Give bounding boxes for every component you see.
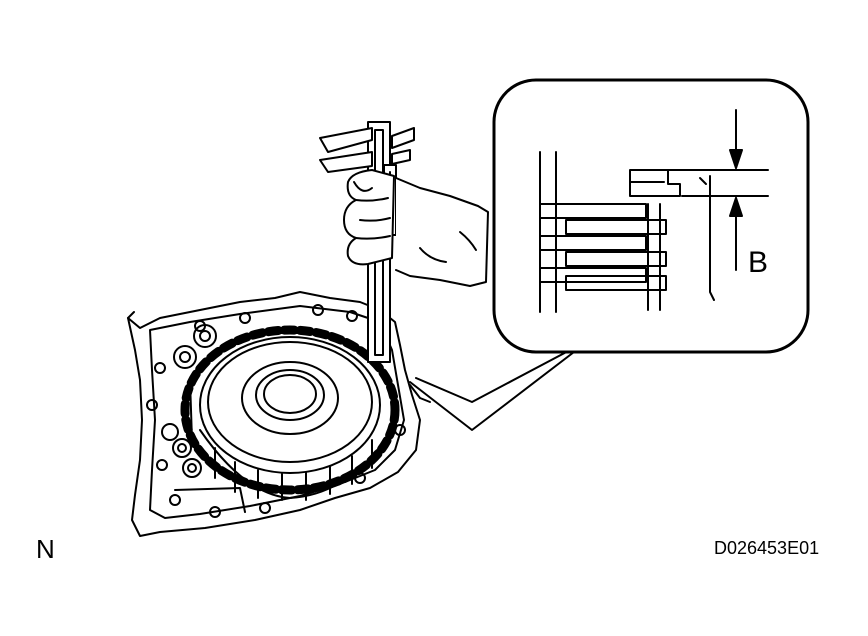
detail-inset-frame bbox=[492, 78, 810, 354]
corner-label: N bbox=[36, 534, 55, 564]
clutch-pack-detail bbox=[539, 151, 681, 313]
callout-pointer bbox=[409, 347, 575, 431]
dimension-label-b: B bbox=[748, 246, 769, 279]
figure-id-label: D026453E01 bbox=[714, 538, 820, 558]
transmission-case bbox=[127, 291, 431, 537]
gloved-hand bbox=[343, 169, 489, 287]
dimension-b-indicator bbox=[667, 109, 769, 301]
clutch-drum bbox=[180, 325, 400, 501]
